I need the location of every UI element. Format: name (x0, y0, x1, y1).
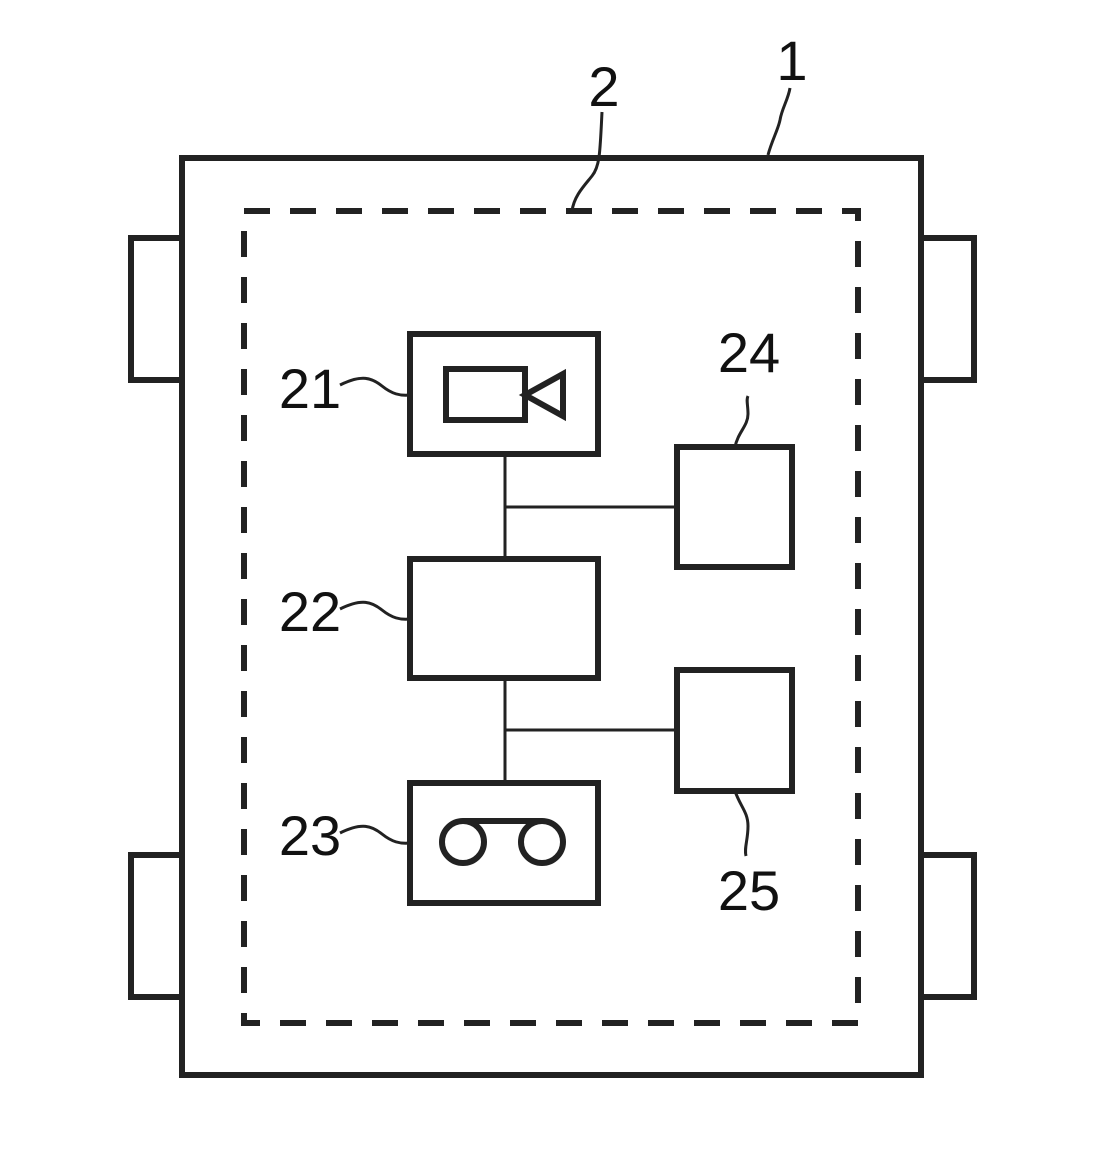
block-22-processor (410, 559, 598, 678)
leader-line-2 (572, 112, 602, 211)
label-24: 24 (718, 321, 780, 384)
mounting-tab-top-left (131, 238, 182, 380)
leader-line-21 (340, 378, 410, 395)
connection-lines (505, 454, 677, 783)
video-camera-icon (446, 369, 563, 420)
leader-line-24 (735, 396, 748, 447)
mounting-tab-bottom-right (921, 855, 974, 997)
block-21-camera-module (410, 334, 598, 454)
label-25: 25 (718, 859, 780, 922)
leader-line-23 (340, 826, 410, 843)
mounting-tab-top-right (921, 238, 974, 380)
leader-line-22 (340, 602, 410, 619)
label-2: 2 (588, 55, 619, 118)
leader-line-1 (768, 88, 790, 155)
block-24 (677, 447, 792, 567)
leader-line-25 (735, 791, 748, 856)
label-1: 1 (776, 29, 807, 92)
label-22: 22 (279, 580, 341, 643)
label-23: 23 (279, 804, 341, 867)
block-23-recorder (410, 783, 598, 903)
label-21: 21 (279, 357, 341, 420)
block-25 (677, 670, 792, 791)
mounting-tab-bottom-left (131, 855, 182, 997)
tape-reels-icon (442, 821, 563, 863)
